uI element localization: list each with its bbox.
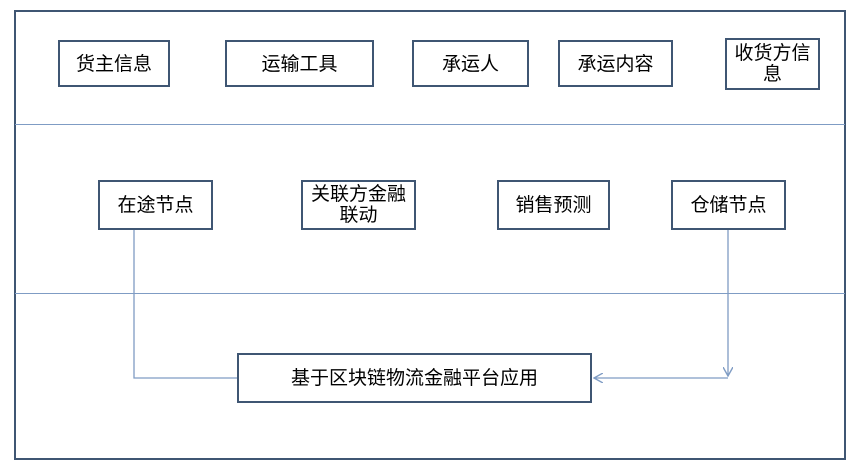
consignee-info-box: 收货方信息 bbox=[725, 38, 820, 90]
sales-forecast-box: 销售预测 bbox=[497, 180, 610, 230]
transport-vehicle-box: 运输工具 bbox=[225, 40, 374, 87]
in-transit-node-box: 在途节点 bbox=[98, 180, 213, 230]
divider-line-2 bbox=[15, 293, 845, 294]
divider-line-1 bbox=[15, 124, 845, 125]
warehouse-node-box: 仓储节点 bbox=[671, 180, 786, 230]
carrier-box: 承运人 bbox=[412, 40, 529, 87]
blockchain-logistics-finance-platform-box: 基于区块链物流金融平台应用 bbox=[237, 353, 592, 403]
shipment-content-box: 承运内容 bbox=[558, 40, 673, 87]
diagram-frame bbox=[14, 10, 846, 460]
shipper-info-box: 货主信息 bbox=[58, 40, 170, 87]
related-party-finance-box: 关联方金融联动 bbox=[301, 180, 416, 230]
connector-in-transit-to-platform bbox=[133, 230, 238, 379]
